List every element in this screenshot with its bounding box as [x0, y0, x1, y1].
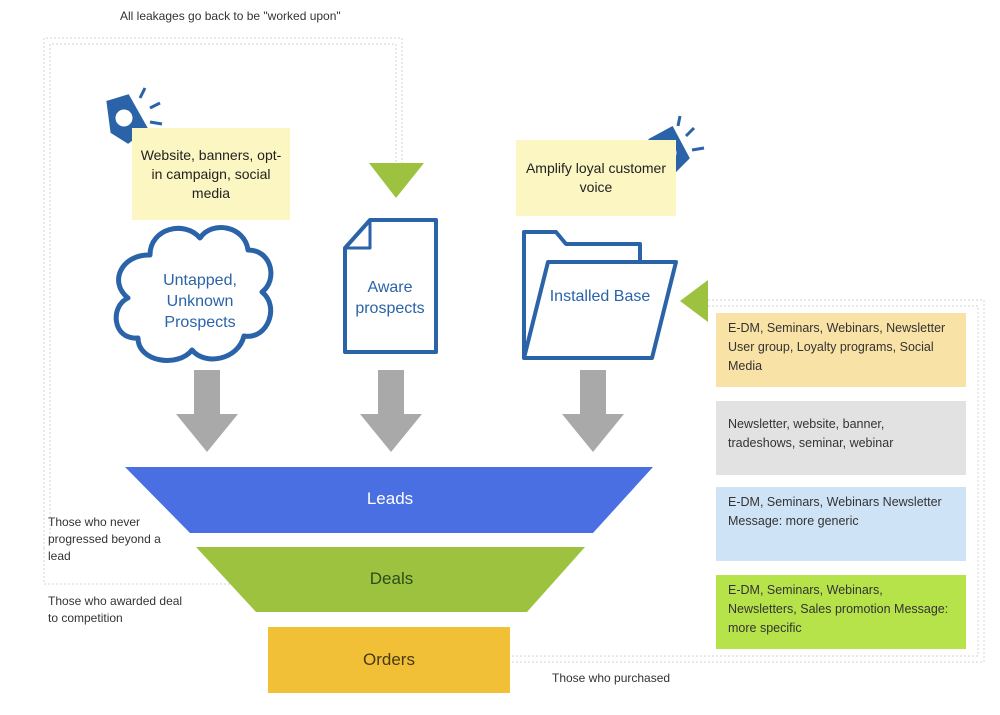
- document-shape: [343, 218, 438, 354]
- green-down-arrow: [369, 163, 424, 198]
- amplify-note: Amplify loyal customer voice: [516, 140, 676, 216]
- document-label: Aware prospects: [355, 279, 425, 317]
- grey-arrows: [176, 370, 624, 452]
- tactic-box-untapped: Newsletter, website, banner, tradeshows,…: [716, 401, 966, 475]
- orders-label: Orders: [363, 650, 415, 669]
- deals-band: [196, 547, 585, 612]
- leads-label: Leads: [366, 489, 414, 508]
- folder-label: Installed Base: [549, 288, 651, 305]
- leakage-note: All leakages go back to be "worked upon": [120, 9, 341, 23]
- competition-note: Those who awarded deal to competition: [48, 594, 183, 625]
- cloud-label: Untapped, Unknown Prospects: [163, 272, 237, 331]
- leakage-loop: [43, 37, 403, 585]
- tactic-box-leads: E-DM, Seminars, Webinars Newsletter Mess…: [716, 487, 966, 561]
- tactic-box-installed: E-DM, Seminars, Webinars, Newsletter Use…: [716, 313, 966, 387]
- folder-shape: [522, 230, 678, 360]
- green-left-arrow: [680, 280, 708, 322]
- deals-label: Deals: [369, 569, 414, 588]
- leads-band: [125, 467, 653, 533]
- acquisition-note: Website, banners, opt-in campaign, socia…: [132, 128, 290, 220]
- cloud-shape: [113, 225, 274, 363]
- purchased-note: Those who purchased: [552, 671, 671, 685]
- installed-base-loop: [510, 299, 985, 663]
- orders-band: [268, 627, 510, 693]
- tactic-box-deals: E-DM, Seminars, Webinars, Newsletters, S…: [716, 575, 966, 649]
- never-progressed-note: Those who never progressed beyond a lead: [48, 515, 161, 563]
